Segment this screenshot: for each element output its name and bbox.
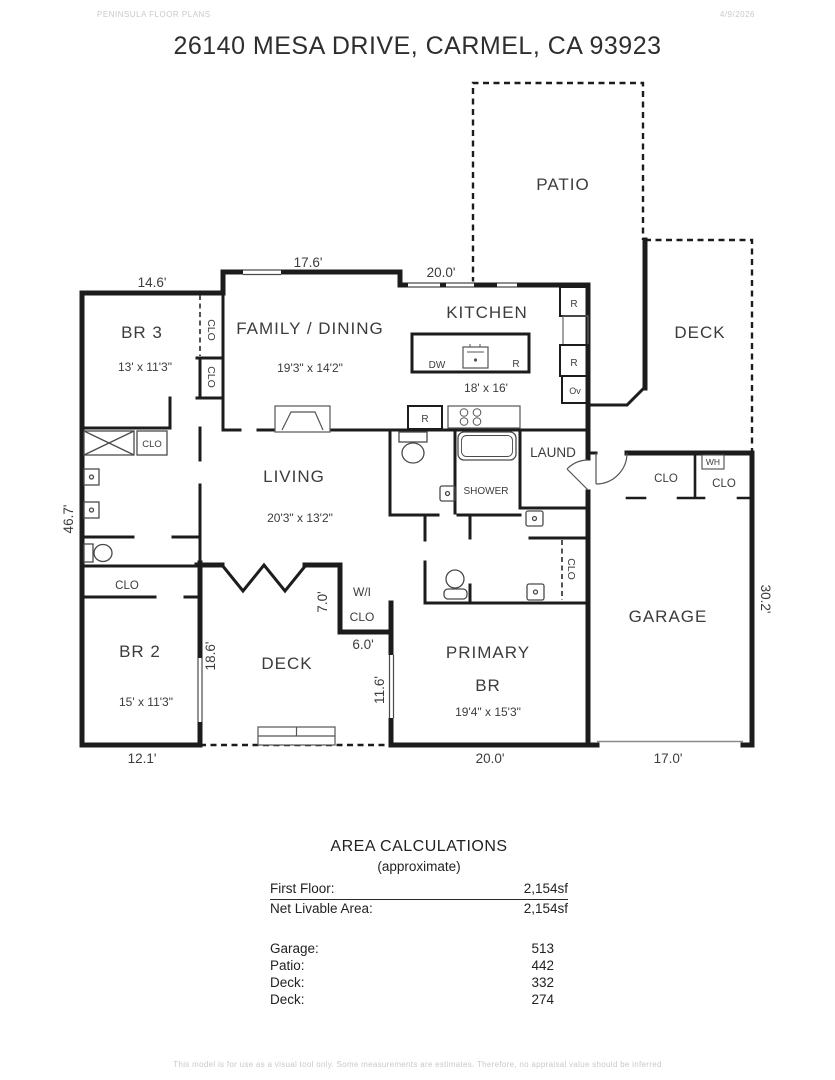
dim-top-kitchen: 20.0' — [427, 265, 456, 280]
hall-closet-box — [136, 430, 168, 456]
table-row-garage: Garage: 513 — [270, 940, 568, 957]
closet-label-wh-clo: CLO — [712, 478, 736, 490]
dim-top-br3: 14.6' — [138, 275, 167, 290]
date-stamp: 4/9/2026 — [719, 10, 755, 19]
row-value: 2,154sf — [523, 881, 568, 896]
disclaimer-text: This model is for use as a visual tool o… — [173, 1060, 662, 1069]
dim-top-family: 17.6' — [294, 255, 323, 270]
wic-label-line2: CLO — [350, 610, 375, 624]
room-label-br3: BR 3 — [121, 323, 163, 342]
shower-stall-icon — [83, 430, 135, 456]
deck-steps — [257, 726, 336, 746]
toilet-icons — [83, 431, 468, 600]
room-label-shower: SHOWER — [464, 486, 509, 497]
windows — [196, 268, 517, 722]
dim-left-height: 46.7' — [61, 505, 76, 534]
row-label: Patio: — [270, 958, 305, 973]
closet-label-br2: CLO — [115, 580, 139, 592]
room-label-laundry: LAUND — [530, 445, 576, 460]
oven-label: Ov — [569, 386, 581, 396]
kitchen-island — [410, 332, 531, 374]
room-dims-br2: 15' x 11'3" — [119, 695, 173, 709]
room-label-living: LIVING — [263, 467, 325, 486]
room-dims-family: 19'3" x 14'2" — [277, 361, 343, 375]
dim-wic-height: 7.0' — [315, 591, 330, 612]
table-row-net-livable: Net Livable Area: 2,154sf — [270, 900, 568, 918]
door-arcs — [566, 452, 628, 491]
counter-fridge-label: R — [421, 414, 428, 425]
dim-deck-inner: 18.6' — [203, 642, 218, 671]
accordion-door — [220, 562, 308, 594]
closet-label-hall: CLO — [142, 439, 162, 450]
dim-bottom-br2: 12.1' — [128, 751, 157, 766]
closet-label-garage: CLO — [654, 473, 678, 485]
dim-right-height: 30.2' — [758, 585, 773, 614]
water-heater-box — [701, 454, 725, 470]
row-value: 332 — [531, 975, 554, 990]
closet-sliding-doors — [199, 295, 563, 600]
closet-label-primary: CLO — [565, 558, 577, 580]
dishwasher-label: DW — [429, 360, 446, 371]
table-row-patio: Patio: 442 — [270, 957, 568, 974]
table-row-deck2: Deck: 274 — [270, 991, 568, 1008]
island-sink-icon — [462, 346, 489, 369]
closet-label-br3-2: CLO — [205, 366, 217, 388]
room-label-patio: PATIO — [536, 175, 590, 194]
wic-label-line1: W/I — [353, 585, 371, 599]
room-label-kitchen: KITCHEN — [446, 303, 528, 322]
row-label: First Floor: — [270, 881, 335, 896]
area-calculations-table: AREA CALCULATIONS (approximate) First Fl… — [270, 838, 568, 1008]
dim-bottom-garage: 17.0' — [654, 751, 683, 766]
room-dims-primary: 19'4" x 15'3" — [455, 705, 521, 719]
island-fridge-label: R — [512, 359, 519, 370]
table-row-first-floor: First Floor: 2,154sf — [270, 880, 568, 900]
row-label: Deck: — [270, 992, 305, 1007]
exterior-walls — [79, 237, 755, 748]
interior-walls — [80, 291, 647, 605]
fridge-label-2: R — [570, 358, 577, 369]
fridge-label-1: R — [570, 299, 577, 310]
page-title: 26140 MESA DRIVE, CARMEL, CA 93923 — [173, 32, 662, 60]
row-label: Deck: — [270, 975, 305, 990]
row-value: 513 — [531, 941, 554, 956]
room-label-primary-br: BR — [475, 676, 501, 695]
water-heater-label: WH — [706, 457, 720, 467]
brand-watermark: PENINSULA FLOOR PLANS — [97, 10, 211, 19]
closet-label-br3-1: CLO — [205, 319, 217, 341]
row-label: Garage: — [270, 941, 319, 956]
tub-icon — [457, 431, 517, 461]
burner-icons — [459, 408, 482, 426]
table-row-deck1: Deck: 332 — [270, 974, 568, 991]
bath-fixtures — [83, 430, 725, 601]
fireplace-icon — [274, 405, 331, 433]
room-dims-kitchen: 18' x 16' — [464, 381, 508, 395]
room-dims-living: 20'3" x 13'2" — [267, 511, 333, 525]
dim-primary-west: 11.6' — [372, 676, 387, 704]
room-dims-br3: 13' x 11'3" — [118, 360, 172, 374]
table-detail-rows: Garage: 513 Patio: 442 Deck: 332 Deck: 2… — [270, 940, 568, 1008]
row-value: 442 — [531, 958, 554, 973]
kitchen-appliance-column — [559, 286, 589, 404]
row-value: 274 — [531, 992, 554, 1007]
sink-icons — [83, 468, 545, 601]
room-label-garage: GARAGE — [629, 607, 708, 626]
room-label-primary: PRIMARY — [446, 643, 530, 662]
dim-bottom-primary: 20.0' — [476, 751, 505, 766]
dim-wic-width: 6.0' — [352, 637, 373, 652]
row-label: Net Livable Area: — [270, 901, 373, 916]
room-label-br2: BR 2 — [119, 642, 161, 661]
room-label-family-dining: FAMILY / DINING — [236, 319, 384, 338]
row-value: 2,154sf — [523, 901, 568, 916]
cooktop-counter — [407, 405, 521, 430]
garage-closet-walls — [625, 451, 754, 500]
table-subtitle: (approximate) — [377, 859, 461, 874]
room-label-deck-bottom: DECK — [261, 654, 312, 673]
room-label-deck-right: DECK — [674, 323, 725, 342]
table-title: AREA CALCULATIONS — [330, 838, 508, 855]
